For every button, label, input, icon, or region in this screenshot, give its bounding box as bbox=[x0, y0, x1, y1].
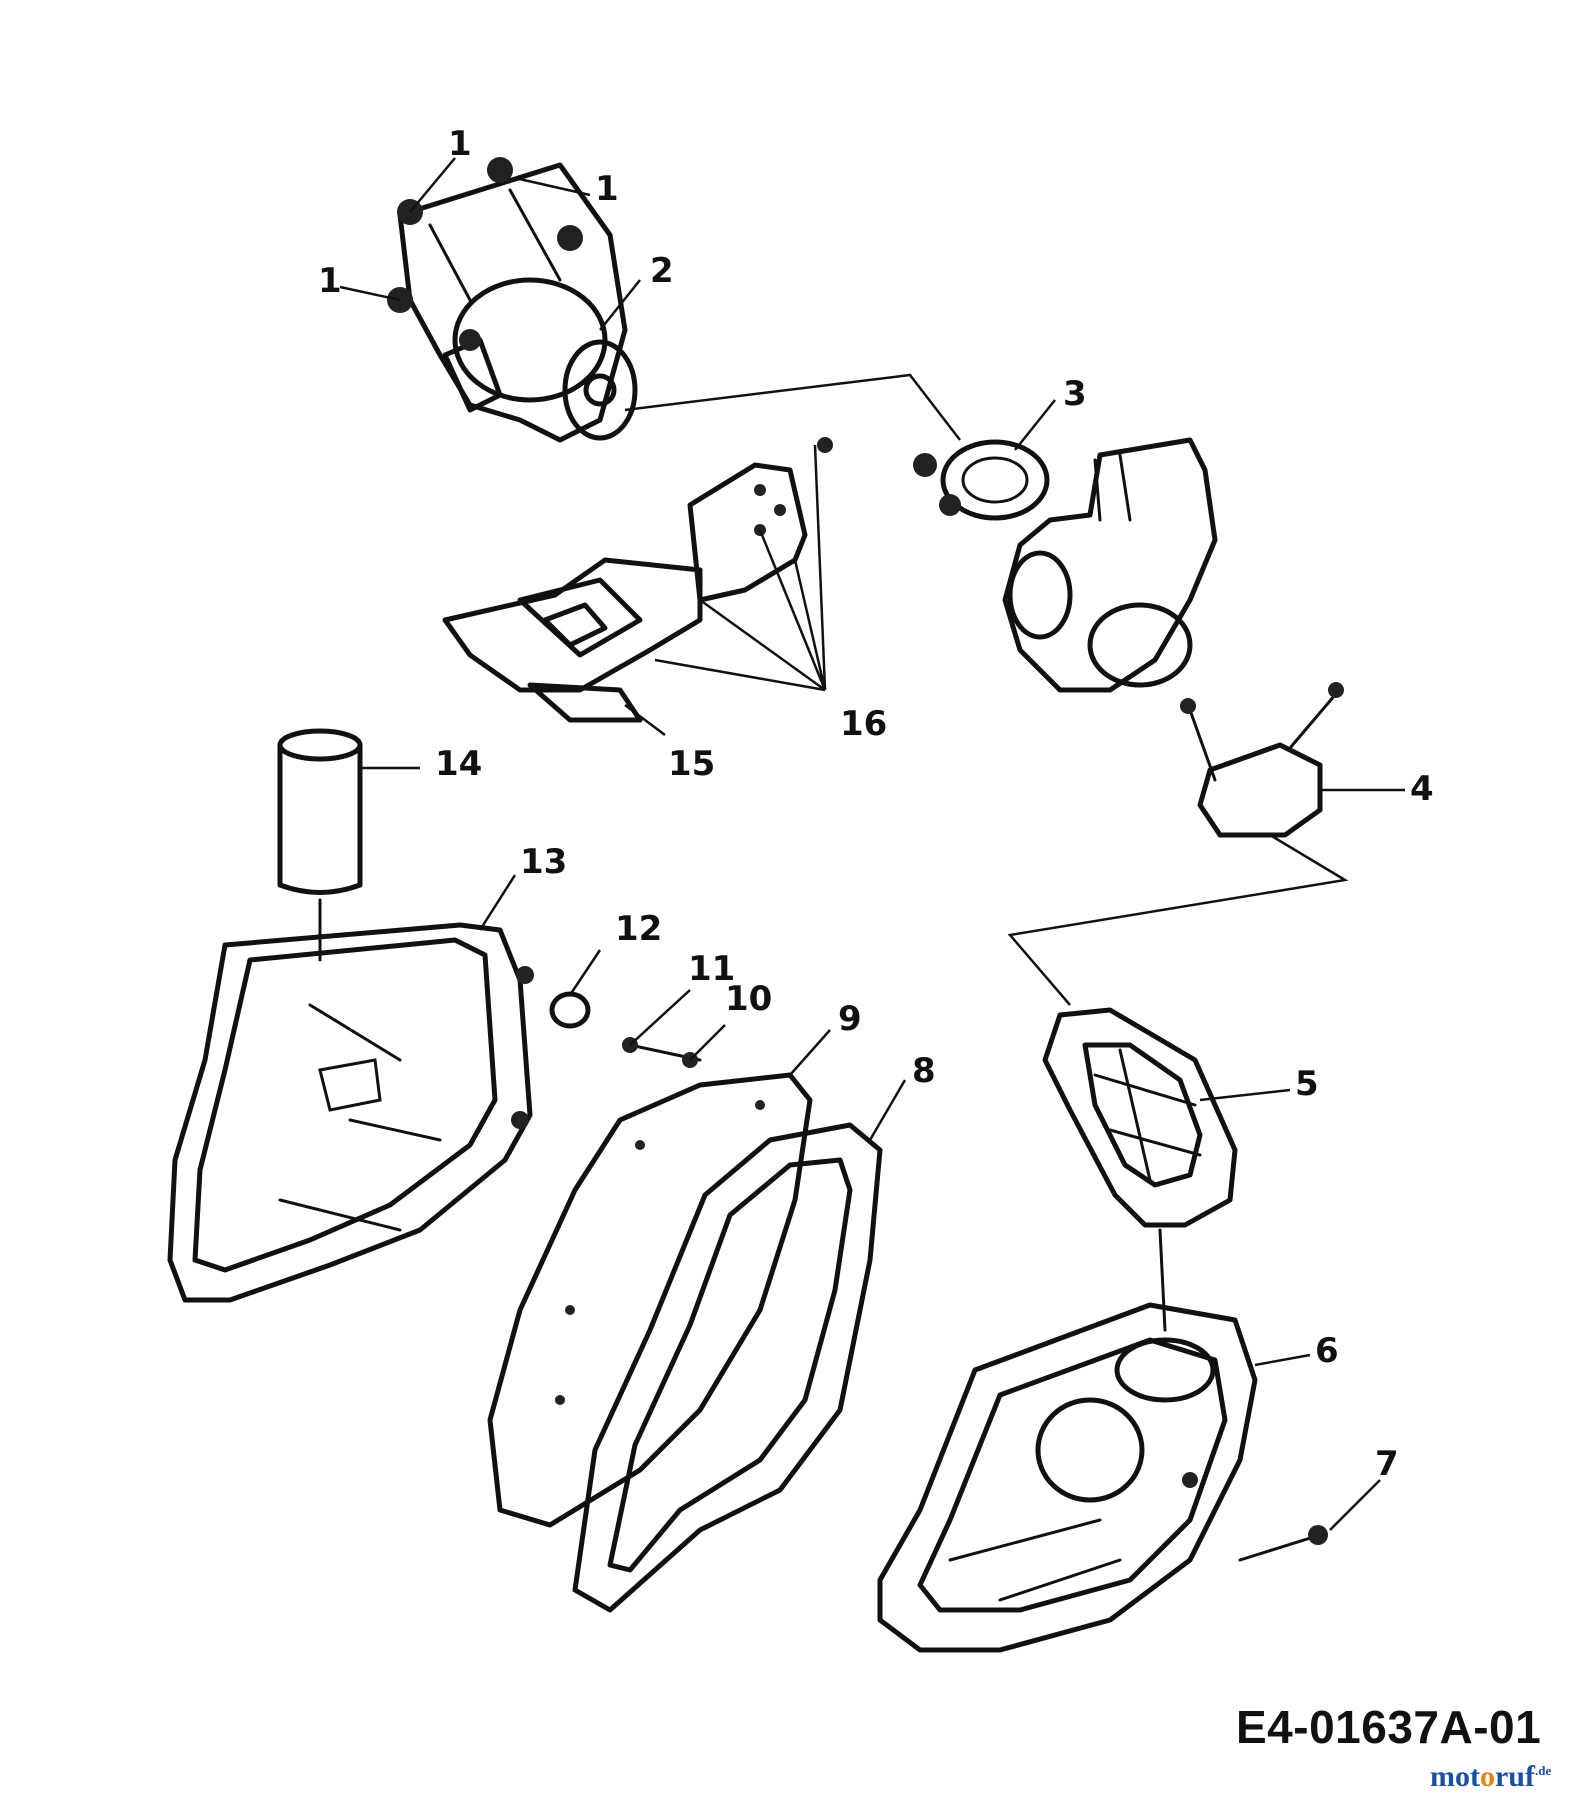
callout-5: 5 bbox=[1295, 1064, 1319, 1104]
callout-15: 15 bbox=[668, 744, 715, 784]
part-5-air-filter-element bbox=[1042, 1007, 1238, 1332]
callout-11: 11 bbox=[688, 949, 735, 989]
callout-1: 1 bbox=[448, 124, 472, 164]
callout-1: 1 bbox=[595, 169, 619, 209]
bolt-icon bbox=[557, 225, 583, 251]
carburetor-body bbox=[1002, 437, 1218, 693]
connection-line bbox=[624, 373, 961, 441]
part-4-filter-cap bbox=[1180, 682, 1344, 838]
callout-13: 13 bbox=[520, 842, 567, 882]
callout-4: 4 bbox=[1410, 769, 1434, 809]
part-14-cylinder-filter bbox=[277, 728, 363, 962]
callout-1: 1 bbox=[318, 261, 342, 301]
part-9-filter-frame bbox=[487, 1072, 813, 1528]
callout-9: 9 bbox=[838, 999, 862, 1039]
part-12-nut bbox=[549, 991, 591, 1029]
part-8-gasket bbox=[572, 1122, 883, 1613]
part-6-filter-housing bbox=[877, 1302, 1258, 1653]
part-7-screw bbox=[1238, 1525, 1328, 1562]
part-2-starter-motor bbox=[387, 157, 638, 443]
part-15-intake-manifold bbox=[442, 557, 703, 723]
callout-16: 16 bbox=[840, 704, 887, 744]
part-13-air-cleaner-cover bbox=[167, 922, 534, 1303]
brand-logo: motoruf.de bbox=[1430, 1760, 1552, 1793]
callout-3: 3 bbox=[1063, 374, 1087, 414]
part-16-bracket-plate bbox=[687, 437, 833, 603]
callout-12: 12 bbox=[615, 909, 662, 949]
callout-7: 7 bbox=[1375, 1444, 1399, 1484]
callout-2: 2 bbox=[650, 251, 674, 291]
callout-8: 8 bbox=[912, 1051, 936, 1091]
document-code: E4-01637A-01 bbox=[1236, 1701, 1542, 1753]
part-3-gasket bbox=[913, 439, 1050, 521]
bolt-icon bbox=[487, 157, 513, 183]
callout-6: 6 bbox=[1315, 1331, 1339, 1371]
callout-numbers: 1 1 1 2 3 4 5 6 7 8 9 10 11 12 13 14 15 … bbox=[318, 124, 1434, 1484]
callout-14: 14 bbox=[435, 744, 482, 784]
leader-lines bbox=[339, 157, 1405, 1531]
bolt-icon bbox=[459, 329, 481, 351]
connection-line bbox=[1007, 833, 1349, 1006]
callout-10: 10 bbox=[725, 979, 772, 1019]
